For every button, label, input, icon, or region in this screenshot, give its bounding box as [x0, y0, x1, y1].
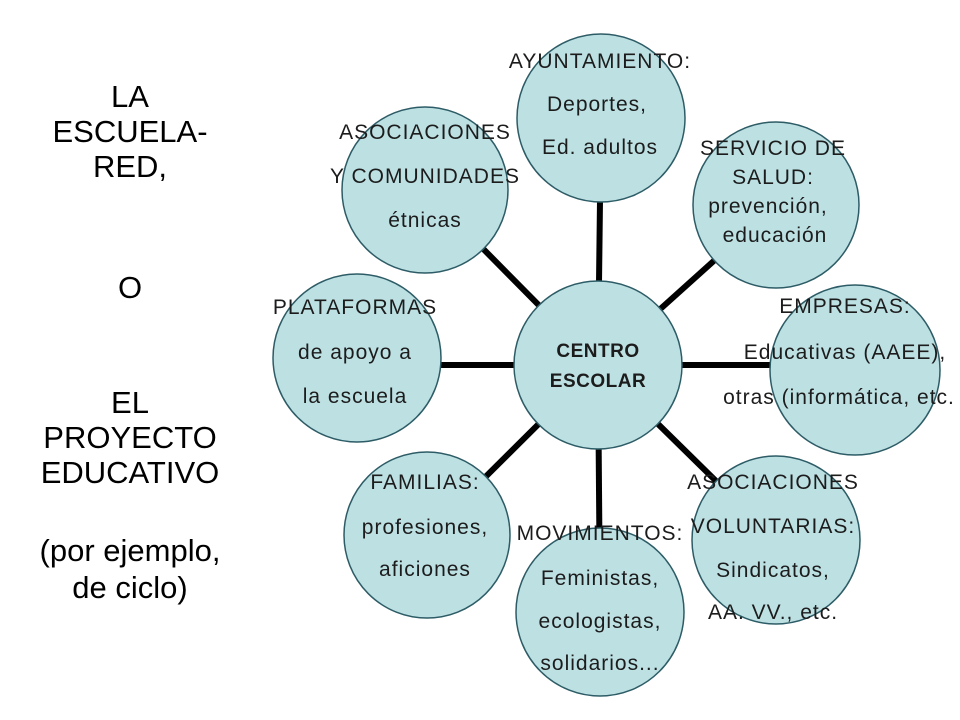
center-circle	[513, 280, 683, 450]
example-line: (por ejemplo,	[40, 533, 221, 568]
node-label-line: ASOCIACIONES	[687, 471, 859, 494]
node-circle-familias	[343, 451, 511, 619]
node-label-salud: SERVICIO DE SALUD: prevención, educación	[700, 137, 846, 247]
node-label-line: SERVICIO DE	[700, 137, 846, 160]
node-label-line: Ed. adultos	[542, 136, 658, 159]
node-circle-ayuntamiento	[516, 33, 686, 203]
node-circles	[272, 33, 941, 697]
node-circle-comunidades	[341, 106, 509, 274]
node-label-line: aficiones	[379, 558, 471, 581]
node-label-plataformas: PLATAFORMAS de apoyo a la escuela	[273, 296, 437, 408]
heading-line: LA	[111, 79, 149, 114]
center-label-line: CENTRO	[556, 341, 639, 362]
node-label-line: otras (informática, etc.	[723, 386, 955, 409]
subheading-line: EL	[111, 385, 149, 420]
node-label-line: AYUNTAMIENTO:	[509, 50, 691, 73]
node-label-empresas: EMPRESAS: Educativas (AAEE), otras (info…	[723, 295, 955, 409]
node-label-line: MOVIMIENTOS:	[517, 522, 684, 545]
node-label-voluntarias: ASOCIACIONES VOLUNTARIAS: Sindicatos, AA…	[687, 471, 859, 624]
node-circle-voluntarias	[691, 455, 861, 625]
node-label-line: étnicas	[388, 209, 462, 232]
node-circle-empresas	[769, 284, 941, 456]
node-label-line: Feministas,	[541, 567, 659, 590]
subheading-line: PROYECTO	[43, 420, 216, 455]
center-label: CENTRO ESCOLAR	[550, 341, 646, 392]
node-circle-plataformas	[272, 273, 442, 443]
node-circle-movimientos	[515, 527, 685, 697]
node-label-line: PLATAFORMAS	[273, 296, 437, 319]
example-line: de ciclo)	[72, 570, 187, 605]
node-label-line: Y COMUNIDADES	[330, 165, 520, 188]
node-label-line: EMPRESAS:	[779, 295, 911, 318]
node-label-movimientos: MOVIMIENTOS: Feministas, ecologistas, so…	[517, 522, 684, 675]
node-label-line: de apoyo a	[298, 341, 412, 364]
subheading-line: EDUCATIVO	[41, 455, 220, 490]
heading-line: RED,	[93, 149, 167, 184]
node-label-line: Sindicatos,	[716, 559, 830, 582]
slide-title: LA ESCUELA- RED, O EL PROYECTO EDUCATIVO…	[40, 79, 221, 605]
node-circle-salud	[692, 121, 860, 289]
node-label-line: ecologistas,	[539, 610, 662, 633]
node-label-line: profesiones,	[362, 516, 488, 539]
node-label-line: VOLUNTARIAS:	[691, 515, 855, 538]
node-label-line: SALUD:	[732, 166, 814, 189]
heading-line: ESCUELA-	[52, 114, 207, 149]
node-label-line: educación	[723, 224, 828, 247]
node-label-ayuntamiento: AYUNTAMIENTO: Deportes, Ed. adultos	[509, 50, 691, 159]
node-label-line: AA. VV., etc.	[708, 601, 838, 624]
node-label-comunidades: ASOCIACIONES Y COMUNIDADES étnicas	[330, 121, 520, 232]
node-label-line: solidarios...	[540, 652, 659, 675]
node-label-line: Educativas (AAEE),	[744, 341, 946, 364]
conjunction: O	[118, 270, 142, 305]
node-label-familias: FAMILIAS: profesiones, aficiones	[362, 471, 488, 581]
node-label-line: FAMILIAS:	[370, 471, 479, 494]
node-label-line: la escuela	[303, 385, 408, 408]
center-label-line: ESCOLAR	[550, 371, 646, 392]
node-label-line: ASOCIACIONES	[339, 121, 511, 144]
node-label-line: Deportes,	[547, 93, 647, 116]
node-label-line: prevención,	[708, 195, 828, 218]
